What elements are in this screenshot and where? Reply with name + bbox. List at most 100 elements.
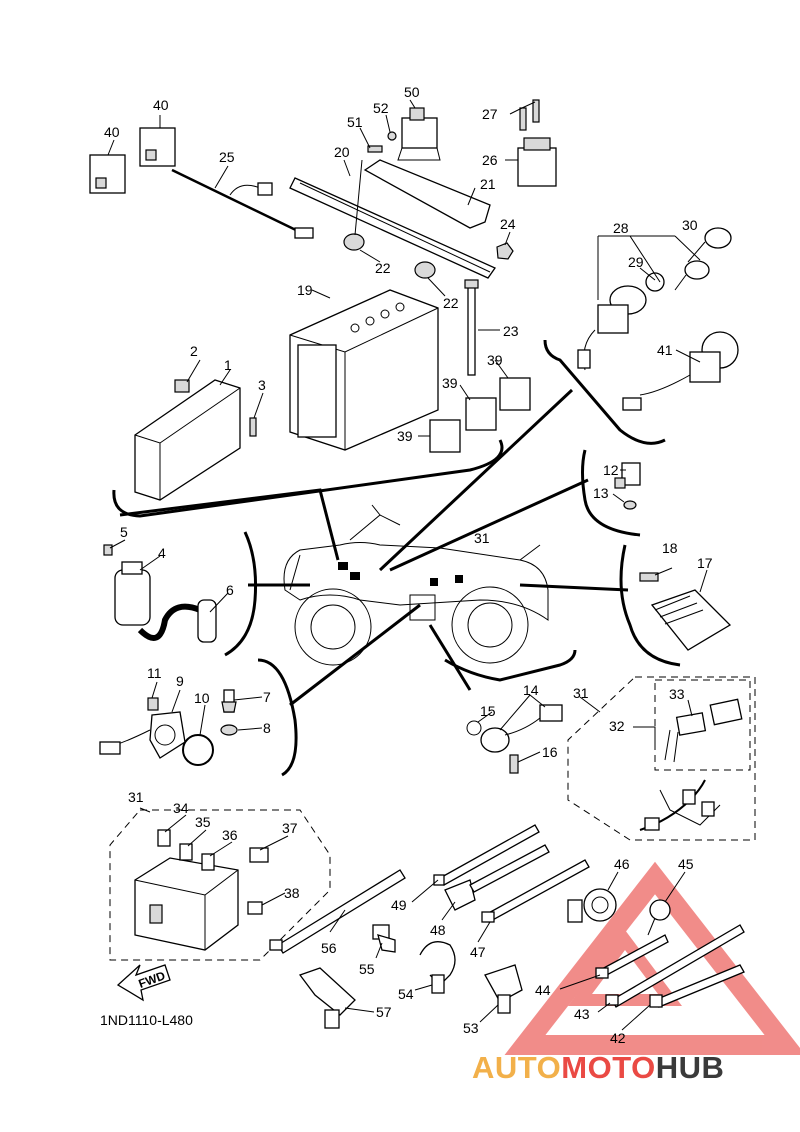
callout-3: 3: [258, 377, 266, 393]
callout-25: 25: [219, 149, 235, 165]
callout-30: 30: [682, 217, 698, 233]
bolt-18: [639, 572, 659, 582]
dc-jack-41: [622, 331, 739, 411]
callout-51: 51: [347, 114, 363, 130]
callout-37: 37: [282, 820, 298, 836]
callout-20: 20: [334, 144, 350, 160]
fuse-35: [179, 843, 193, 861]
rectifier-17: [650, 589, 732, 651]
callout-22: 22: [443, 295, 459, 311]
clamp-45: [647, 899, 671, 936]
callout-39: 39: [397, 428, 413, 444]
battery-band-20: [289, 177, 496, 279]
cable-tie-42: [649, 964, 745, 1008]
gasket-8: [220, 724, 238, 736]
holder-57: [298, 967, 356, 1029]
damper-22a: [343, 233, 365, 251]
relay-39a: [429, 419, 461, 453]
watermark-part-hub: HUB: [656, 1050, 725, 1085]
fuse-box-31: [134, 857, 239, 951]
callout-56: 56: [321, 940, 337, 956]
callout-1: 1: [224, 357, 232, 373]
harness-part-33: [664, 698, 743, 763]
lead-wire-25: [171, 168, 314, 239]
callout-40: 40: [104, 124, 120, 140]
relay-40a: [89, 154, 126, 194]
leader-lines: [107, 99, 708, 1031]
ecu-1: [134, 379, 241, 501]
bolt-11: [147, 697, 159, 711]
cable-tie-49: [433, 824, 540, 886]
bolt-16: [509, 754, 519, 774]
clamp-53: [484, 964, 523, 1014]
callout-16: 16: [542, 744, 558, 760]
callout-5: 5: [120, 524, 128, 540]
cable-tie-56: [269, 869, 406, 954]
sensor-7: [221, 689, 237, 713]
diagram-reference-code: 1ND1110-L480: [100, 1012, 193, 1028]
callout-29: 29: [628, 254, 644, 270]
section-dividers: [112, 339, 681, 777]
nut-29: [645, 272, 665, 292]
fuse-36: [201, 853, 215, 871]
callout-13: 13: [593, 485, 609, 501]
callout-10: 10: [194, 690, 210, 706]
sensor-14: [480, 704, 563, 753]
atv-vehicle-outline: [283, 504, 549, 666]
callout-32: 32: [609, 718, 625, 734]
relay-26: [517, 137, 557, 187]
wire-harness-31: [639, 779, 721, 831]
callout-31: 31: [573, 685, 589, 701]
callout-39: 39: [487, 352, 503, 368]
fuse-38: [247, 901, 263, 915]
clamp-55: [372, 924, 396, 953]
o-ring-15: [466, 720, 482, 736]
cable-tie-47: [481, 859, 590, 923]
callout-40: 40: [153, 97, 169, 113]
spark-plug-cap-6: [137, 599, 217, 643]
screw-27b: [532, 99, 540, 123]
callout-42: 42: [610, 1030, 626, 1046]
screw-3: [249, 417, 257, 437]
callout-7: 7: [263, 689, 271, 705]
callout-24: 24: [500, 216, 516, 232]
callout-34: 34: [173, 800, 189, 816]
washer-52: [387, 131, 397, 141]
crank-sensor-9: [99, 711, 186, 759]
group-33-outline: [654, 679, 751, 771]
callout-22: 22: [375, 260, 391, 276]
nut-24: [496, 242, 514, 260]
callout-54: 54: [398, 986, 414, 1002]
callout-44: 44: [535, 982, 551, 998]
callout-6: 6: [226, 582, 234, 598]
callout-18: 18: [662, 540, 678, 556]
clamp-46: [567, 888, 617, 923]
callout-labels: 40 40 25 20 21 50 51 52 27 26 24 22 22 2…: [104, 84, 713, 1046]
watermark-part-auto: AUTO: [472, 1050, 561, 1085]
key-30: [674, 227, 732, 291]
callout-43: 43: [574, 1006, 590, 1022]
relay-39c: [499, 377, 531, 411]
callout-35: 35: [195, 814, 211, 830]
callout-19: 19: [297, 282, 313, 298]
callout-48: 48: [430, 922, 446, 938]
callout-39: 39: [442, 375, 458, 391]
callout-50: 50: [404, 84, 420, 100]
fuse-37: [249, 847, 269, 863]
callout-53: 53: [463, 1020, 479, 1036]
callout-36: 36: [222, 827, 238, 843]
relay-39b: [465, 397, 497, 431]
watermark-logo: AUTOMOTOHUB: [472, 1050, 724, 1085]
callout-17: 17: [697, 555, 713, 571]
callout-33: 33: [669, 686, 685, 702]
callout-27: 27: [482, 106, 498, 122]
callout-21: 21: [480, 176, 496, 192]
bolt-51: [367, 145, 383, 153]
damper-22b: [414, 261, 436, 279]
callout-38: 38: [284, 885, 300, 901]
callout-9: 9: [176, 673, 184, 689]
battery-19: [289, 289, 439, 451]
starter-relay-50: [397, 107, 441, 161]
cable-tie-44: [595, 934, 669, 979]
